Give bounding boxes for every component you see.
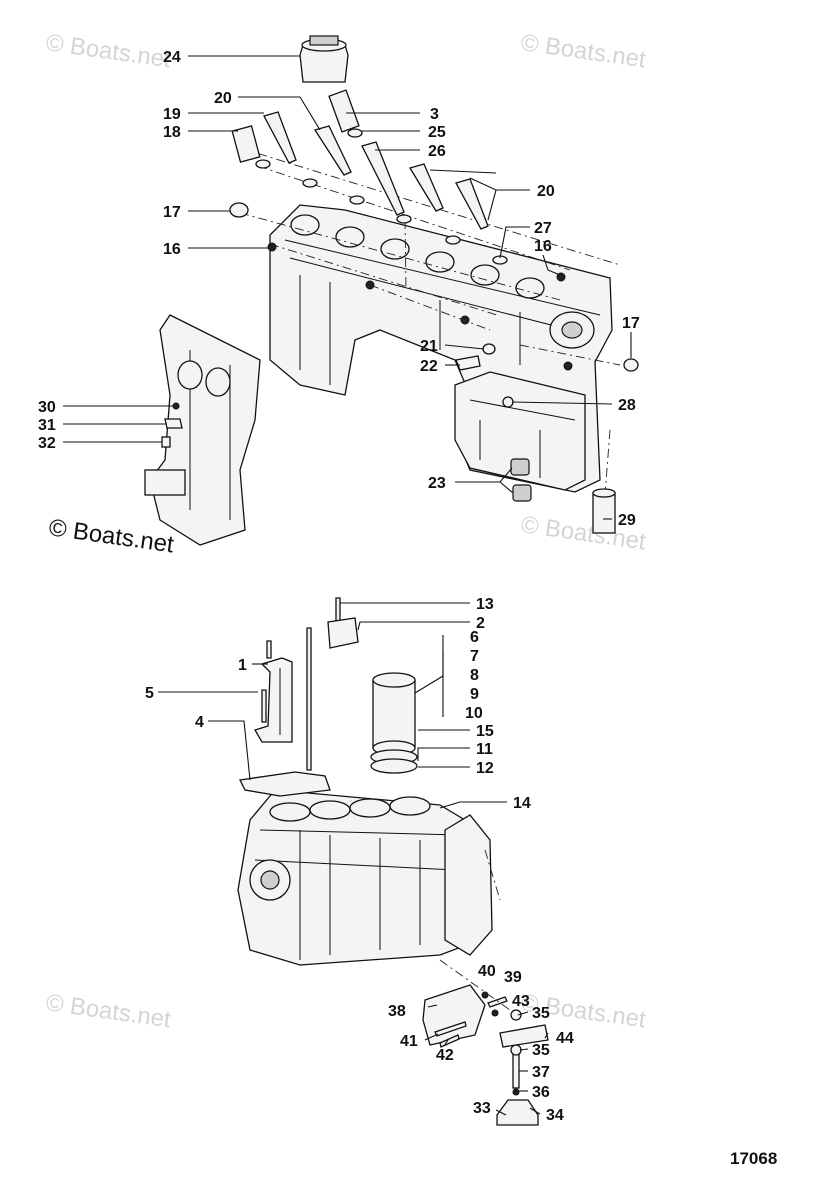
bolt-20c xyxy=(455,178,489,230)
watermark-center-left: © Boats.net xyxy=(47,514,176,558)
callout-5: 5 xyxy=(145,685,154,702)
callout-30: 30 xyxy=(38,399,56,416)
callout-11: 11 xyxy=(476,741,493,758)
callout-7: 7 xyxy=(470,648,479,665)
bolt-19 xyxy=(263,111,297,164)
callout-16-right: 16 xyxy=(534,238,552,255)
lower-parts xyxy=(239,597,549,1126)
callouts: 24 20 3 19 25 18 26 20 17 27 16 16 17 21… xyxy=(38,49,777,1168)
callout-4: 4 xyxy=(195,714,204,731)
bracket-2 xyxy=(327,617,359,649)
callout-22: 22 xyxy=(420,358,438,375)
engine-mount xyxy=(496,1099,539,1126)
mount-bracket-38 xyxy=(422,984,486,1046)
watermark-top-left: © Boats.net xyxy=(44,29,173,73)
plug-16a xyxy=(267,242,277,252)
watermark-bottom-left: © Boats.net xyxy=(44,989,173,1033)
callout-38: 38 xyxy=(388,1003,406,1020)
callout-27: 27 xyxy=(534,220,552,237)
callout-43: 43 xyxy=(512,993,530,1010)
callout-36: 36 xyxy=(532,1084,550,1101)
fitting-21 xyxy=(482,343,496,355)
sleeve-18 xyxy=(231,125,261,163)
callout-37: 37 xyxy=(532,1064,550,1081)
callout-29: 29 xyxy=(618,512,636,529)
callout-26: 26 xyxy=(428,143,446,160)
callout-23: 23 xyxy=(428,475,446,492)
callout-31: 31 xyxy=(38,417,56,434)
callout-32: 32 xyxy=(38,435,56,452)
watermark-top-right: © Boats.net xyxy=(519,29,648,73)
callout-21: 21 xyxy=(420,338,438,355)
callout-39: 39 xyxy=(504,969,522,986)
clamp-22 xyxy=(455,355,481,371)
callout-13: 13 xyxy=(476,596,494,613)
callout-8: 8 xyxy=(470,667,479,684)
callout-2: 2 xyxy=(476,615,485,632)
callout-6: 6 xyxy=(470,629,479,646)
sleeve-23b xyxy=(512,484,532,502)
callout-42: 42 xyxy=(436,1047,454,1064)
callout-20-right: 20 xyxy=(537,183,555,200)
callout-10: 10 xyxy=(465,705,483,722)
callout-14: 14 xyxy=(513,795,531,812)
callout-35-top: 35 xyxy=(532,1005,550,1022)
cylinder-liner xyxy=(372,679,416,749)
plug-28 xyxy=(502,396,514,408)
upper-parts xyxy=(161,35,639,534)
filler-tube xyxy=(328,89,360,133)
alignment-lines xyxy=(239,147,621,496)
bracket-1 xyxy=(254,657,293,743)
callout-17-right: 17 xyxy=(622,315,640,332)
sleeve-23a xyxy=(510,458,530,476)
callout-20-top: 20 xyxy=(214,90,232,107)
lower-engine-block xyxy=(237,789,493,966)
plug-17b xyxy=(623,358,639,372)
callout-33: 33 xyxy=(473,1100,491,1117)
callout-41: 41 xyxy=(400,1033,418,1050)
callout-1: 1 xyxy=(238,657,247,674)
callout-12: 12 xyxy=(476,760,494,777)
callout-24: 24 xyxy=(163,49,181,66)
bolt-20a xyxy=(313,125,352,176)
callout-17-left: 17 xyxy=(163,204,181,221)
callout-40: 40 xyxy=(478,963,496,980)
plug-17a xyxy=(229,202,249,218)
callout-19: 19 xyxy=(163,106,181,123)
callout-44: 44 xyxy=(556,1030,574,1047)
callout-25: 25 xyxy=(428,124,446,141)
callout-34: 34 xyxy=(546,1107,564,1124)
callout-28: 28 xyxy=(618,397,636,414)
bolt-26 xyxy=(361,141,405,216)
bolt-20b xyxy=(409,163,444,212)
callout-18: 18 xyxy=(163,124,181,141)
leader-lines xyxy=(63,55,632,1116)
callout-35-bottom: 35 xyxy=(532,1042,550,1059)
callout-9: 9 xyxy=(470,686,479,703)
filter-29 xyxy=(592,492,616,534)
figure-number: 17068 xyxy=(730,1149,777,1168)
callout-16-left: 16 xyxy=(163,241,181,258)
upper-block-casting xyxy=(144,204,613,546)
gasket-4 xyxy=(239,771,331,797)
callout-3: 3 xyxy=(430,106,439,123)
callout-15: 15 xyxy=(476,723,494,740)
